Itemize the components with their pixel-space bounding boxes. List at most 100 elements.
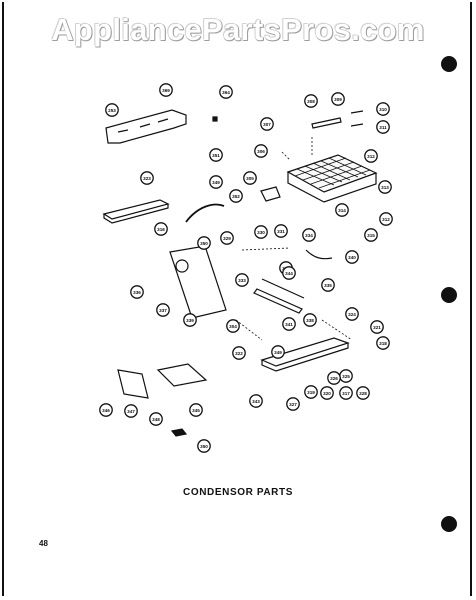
callout-circle <box>254 225 268 239</box>
callout-327: 327 <box>286 397 300 411</box>
site-watermark: AppliancePartsPros.com <box>51 12 425 47</box>
callout-circle <box>130 285 144 299</box>
callout-circle <box>274 224 288 238</box>
callout-number: 346 <box>102 408 110 413</box>
callout-311: 311 <box>376 120 390 134</box>
callout-circle <box>282 266 296 280</box>
callout-320: 320 <box>320 386 334 400</box>
callout-number: 364 <box>222 90 230 95</box>
callout-number: 350 <box>200 444 208 449</box>
callout-circle <box>243 171 257 185</box>
callout-316: 316 <box>154 222 168 236</box>
callout-349: 349 <box>271 345 285 359</box>
callout-circle <box>376 336 390 350</box>
callout-312: 312 <box>364 149 378 163</box>
callout-circle <box>331 92 345 106</box>
callout-circle <box>364 149 378 163</box>
callout-313: 313 <box>378 180 392 194</box>
callout-number: 349 <box>212 180 220 185</box>
callout-number: 319 <box>307 390 315 395</box>
callout-number: 344 <box>285 271 293 276</box>
callout-309: 309 <box>331 92 345 106</box>
callout-circle <box>286 397 300 411</box>
callout-circle <box>345 250 359 264</box>
callout-number: 369 <box>162 88 170 93</box>
callout-circle <box>219 85 233 99</box>
callout-345: 345 <box>189 403 203 417</box>
callout-circle <box>304 385 318 399</box>
callout-circle <box>303 313 317 327</box>
callout-circle <box>260 117 274 131</box>
callout-328: 328 <box>356 386 370 400</box>
callout-364: 364 <box>219 85 233 99</box>
callout-number: 305 <box>246 176 254 181</box>
callout-325: 325 <box>339 369 353 383</box>
callout-circle <box>197 236 211 250</box>
callout-circle <box>183 313 197 327</box>
callout-314: 314 <box>335 203 349 217</box>
part-base-319-side <box>261 343 349 372</box>
callout-305: 305 <box>243 171 257 185</box>
callout-335: 335 <box>321 278 335 292</box>
callout-351: 351 <box>209 148 223 162</box>
part-screw-364 <box>212 116 218 122</box>
callout-circle <box>149 412 163 426</box>
callout-number: 313 <box>381 185 389 190</box>
callout-circle <box>356 386 370 400</box>
callout-number: 339 <box>186 318 194 323</box>
callout-circle <box>140 171 154 185</box>
part-shaft-308 <box>311 117 342 129</box>
callout-339: 339 <box>183 313 197 327</box>
callout-circle <box>345 307 359 321</box>
callout-352: 352 <box>229 189 243 203</box>
callout-circle <box>154 222 168 236</box>
callout-circle <box>249 394 263 408</box>
part-condenser-312-fins <box>294 157 371 189</box>
page-border <box>2 2 472 596</box>
callout-number: 340 <box>348 255 356 260</box>
callout-number: 352 <box>232 194 240 199</box>
callout-number: 325 <box>342 374 350 379</box>
part-cable-340 <box>305 249 333 260</box>
callout-circle <box>282 317 296 331</box>
callout-number: 326 <box>330 376 338 381</box>
callout-338: 338 <box>303 313 317 327</box>
callout-number: 331 <box>277 229 285 234</box>
callout-number: 314 <box>338 208 346 213</box>
callout-number: 351 <box>212 153 220 158</box>
part-channel-338 <box>261 278 305 299</box>
callout-number: 341 <box>285 322 293 327</box>
callout-330: 330 <box>254 225 268 239</box>
callout-number: 348 <box>152 417 160 422</box>
callout-349: 349 <box>209 175 223 189</box>
callout-308: 308 <box>304 94 318 108</box>
callout-336: 336 <box>130 285 144 299</box>
callout-324: 324 <box>345 307 359 321</box>
callout-337: 337 <box>156 303 170 317</box>
part-outlines <box>102 109 378 437</box>
callout-326: 326 <box>327 371 341 385</box>
callout-number: 310 <box>379 107 387 112</box>
callout-circle <box>320 386 334 400</box>
callout-369: 369 <box>159 83 173 97</box>
callout-number: 312 <box>382 217 390 222</box>
callout-number: 338 <box>306 318 314 323</box>
callout-circle <box>209 148 223 162</box>
callout-circle <box>105 103 119 117</box>
callout-circle <box>197 439 211 453</box>
part-condenser-312-side <box>287 172 377 203</box>
callout-253: 253 <box>105 103 119 117</box>
callout-331: 331 <box>274 224 288 238</box>
callout-number: 320 <box>323 391 331 396</box>
callout-circle <box>232 346 246 360</box>
callout-number: 308 <box>307 99 315 104</box>
callout-number: 335 <box>324 283 332 288</box>
callout-circle <box>379 212 393 226</box>
callout-number: 315 <box>367 233 375 238</box>
callout-307: 307 <box>260 117 274 131</box>
callout-number: 309 <box>334 97 342 102</box>
callout-circle <box>271 345 285 359</box>
callout-number: 334 <box>305 233 313 238</box>
callout-number: 336 <box>133 290 141 295</box>
